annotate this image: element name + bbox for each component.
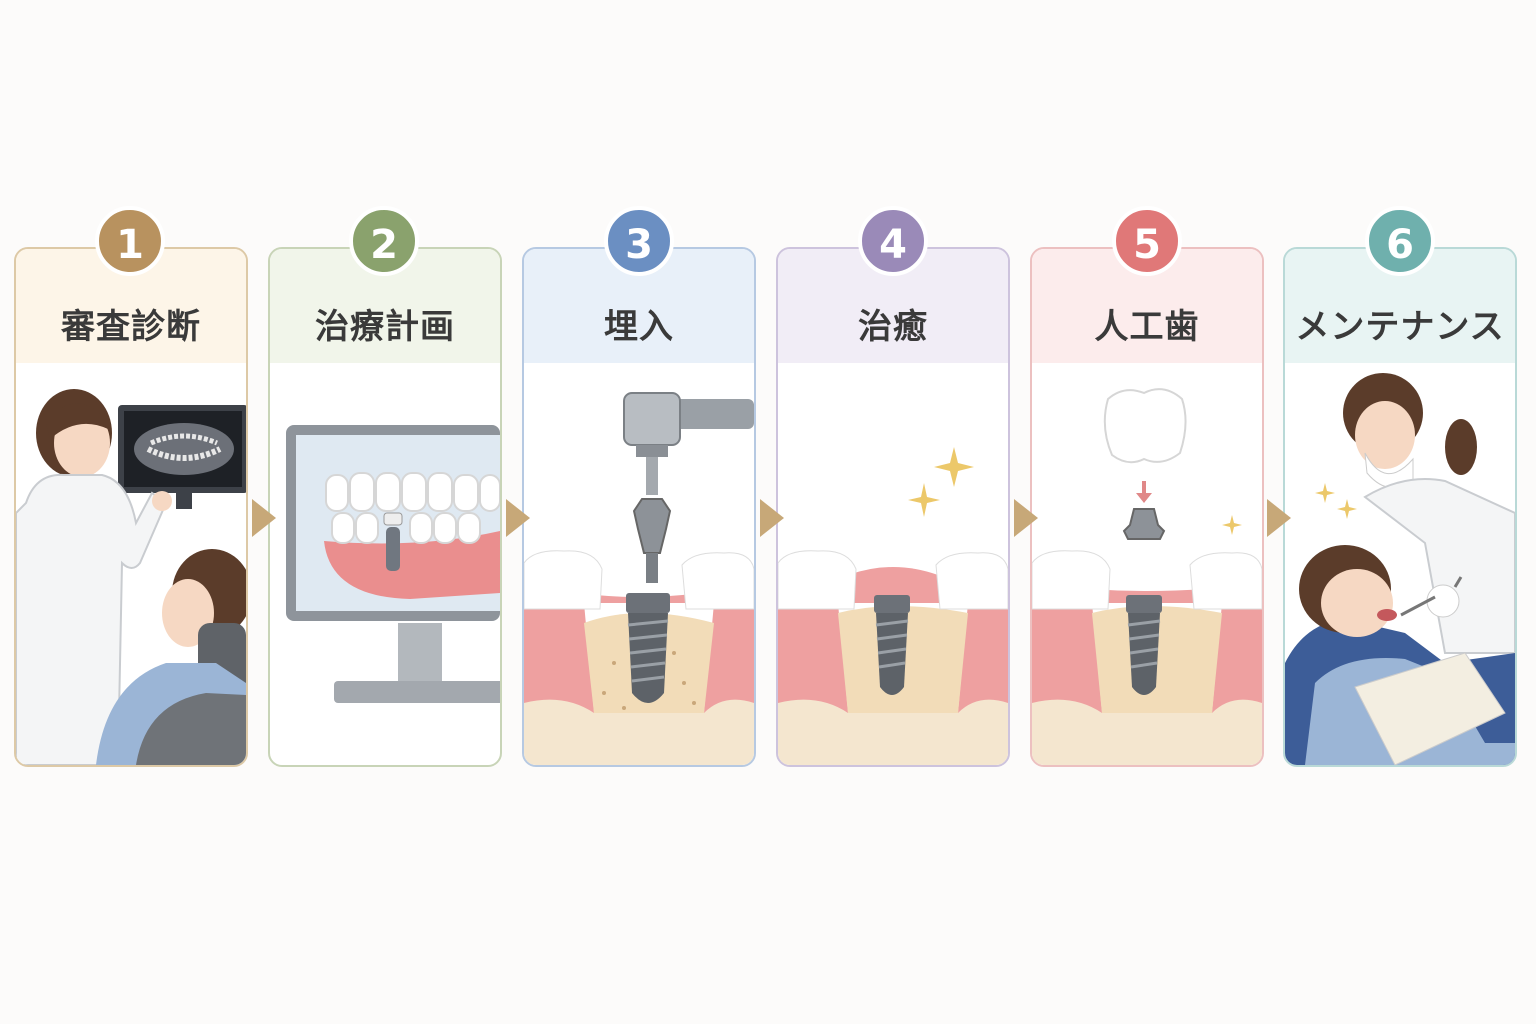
step-card-1: 審査診断 xyxy=(14,247,248,767)
step-number-badge: 4 xyxy=(858,206,928,276)
implant-placement-illustration xyxy=(524,392,754,765)
step-card-6: メンテナンス xyxy=(1283,247,1517,767)
step-title: 人工歯 xyxy=(1094,307,1200,347)
step-card-2: 治療計画 xyxy=(268,247,502,767)
arrow-right-icon xyxy=(1267,499,1291,537)
arrow-right-icon xyxy=(252,499,276,537)
step-card-5: 人工歯 xyxy=(1030,247,1264,767)
arrow-right-icon xyxy=(506,499,530,537)
step-number-badge: 2 xyxy=(349,206,419,276)
step-title: メンテナンス xyxy=(1295,307,1505,347)
arrow-right-icon xyxy=(1014,499,1038,537)
step-title: 治療計画 xyxy=(315,307,455,347)
diagnosis-illustration xyxy=(16,389,246,765)
prosthesis-illustration xyxy=(1032,388,1262,765)
step-card-3: 埋入 xyxy=(522,247,756,767)
step-title: 治癒 xyxy=(858,307,928,347)
step-title: 埋入 xyxy=(604,307,674,347)
step-title: 審査診断 xyxy=(61,307,201,347)
healing-illustration xyxy=(778,447,1008,765)
step-number-badge: 6 xyxy=(1365,206,1435,276)
step-number-badge: 5 xyxy=(1112,206,1182,276)
arrow-right-icon xyxy=(760,499,784,537)
step-number-badge: 3 xyxy=(604,206,674,276)
step-card-4: 治癒 xyxy=(776,247,1010,767)
treatment-plan-illustration xyxy=(286,425,500,703)
maintenance-illustration xyxy=(1285,373,1515,765)
step-number-badge: 1 xyxy=(95,206,165,276)
